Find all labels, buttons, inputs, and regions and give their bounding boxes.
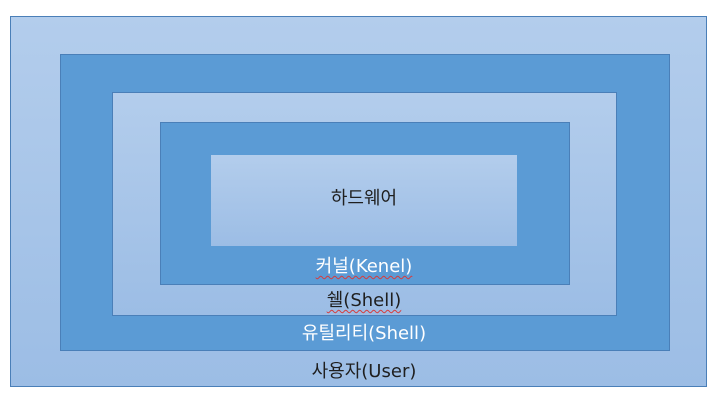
layer-hardware-box (211, 155, 517, 246)
layer-hardware-label: 하드웨어 (330, 188, 398, 209)
layer-user-label: 사용자(User) (311, 361, 417, 382)
layer-kernel-label-text: 커널(Kenel) (315, 256, 413, 277)
layer-shell-label: 쉘(Shell) (0, 289, 728, 313)
layer-shell-label-text: 쉘(Shell) (326, 290, 402, 311)
layer-utility-label: 유틸리티(Shell) (301, 323, 427, 344)
layer-kernel-label: 커널(Kenel) (0, 255, 728, 279)
